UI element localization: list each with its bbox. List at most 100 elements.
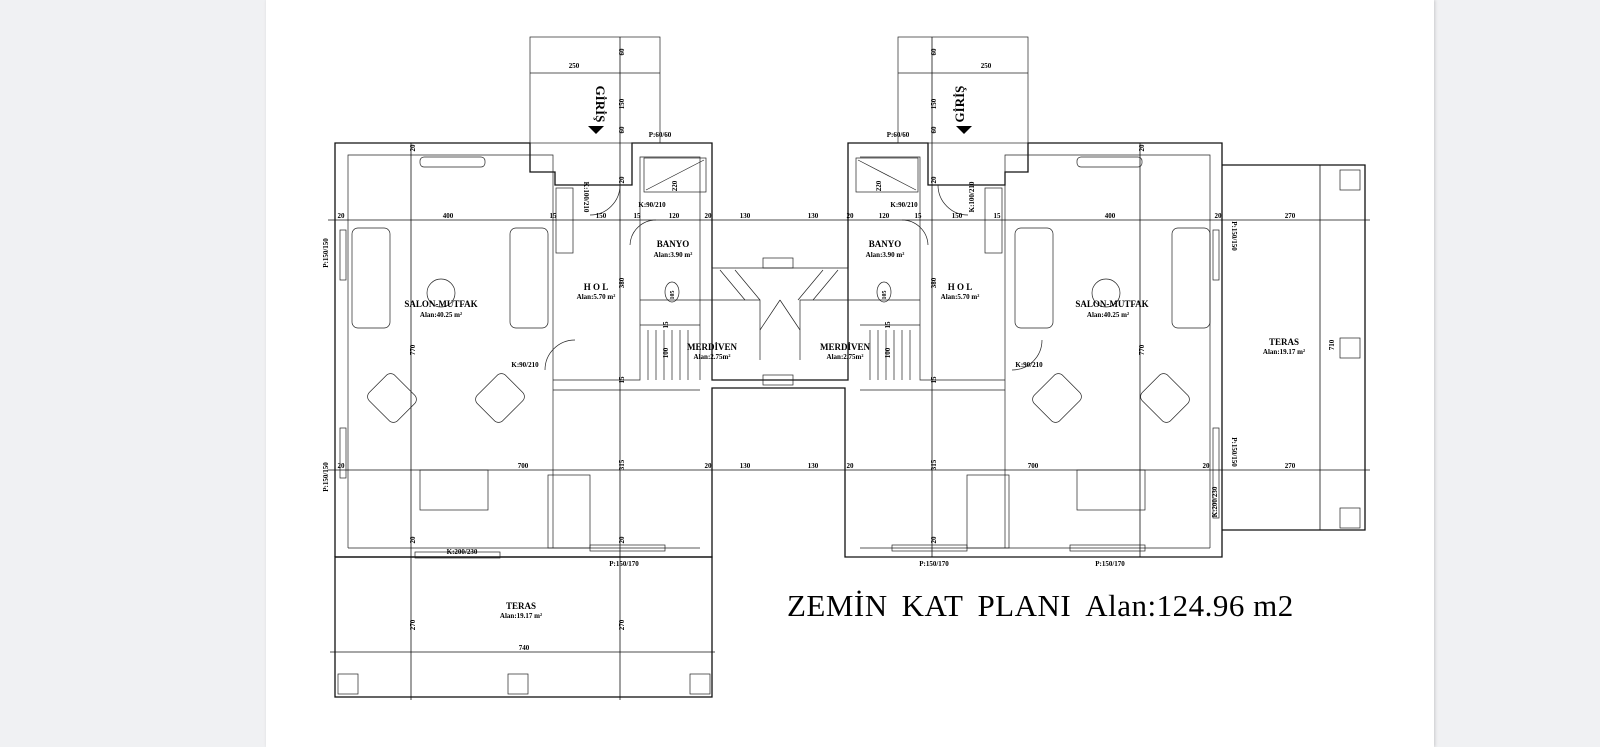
entrance-arrow-icon: [588, 126, 604, 134]
dimension: 130: [808, 212, 819, 220]
door-label: K:90/210: [511, 361, 539, 369]
room-label: SALON-MUTFAK: [1075, 299, 1148, 309]
plan-labels: SALON-MUTFAK Alan:40.25 m² SALON-MUTFAK Ala…: [322, 48, 1336, 652]
title-word: PLANI: [977, 588, 1072, 623]
title-area: Alan:124.96 m2: [1085, 588, 1294, 623]
dimension: 100: [662, 347, 670, 358]
door-label: K:90/210: [638, 201, 666, 209]
document-page: [266, 0, 1434, 747]
dimension: 150: [596, 212, 607, 220]
room-label: MERDİVEN: [687, 342, 738, 352]
dimension: 15: [634, 212, 642, 220]
dimension: 20: [705, 462, 713, 470]
dimension: 400: [1105, 212, 1116, 220]
room-area: Alan:2.75m²: [827, 353, 864, 361]
dimension: 20: [409, 536, 417, 544]
dimension: 315: [930, 459, 938, 470]
title-word: ZEMİN: [787, 588, 888, 623]
dimension: 105: [670, 291, 676, 300]
dimension: 15: [618, 376, 626, 384]
dimension: 710: [1328, 339, 1336, 350]
dimension: 100: [884, 347, 892, 358]
window-label: P:150/170: [919, 560, 949, 568]
door-label: K:90/210: [1015, 361, 1043, 369]
dimension: 770: [409, 344, 417, 355]
dimension: 20: [338, 462, 346, 470]
room-area: Alan:3.90 m²: [866, 251, 905, 259]
dimension: 400: [443, 212, 454, 220]
entrance-label: GİRİŞ: [952, 86, 967, 123]
window-label: P:60/60: [887, 131, 910, 139]
dimension: 15: [994, 212, 1002, 220]
terraces: [334, 164, 1366, 698]
dimension: 270: [618, 619, 626, 630]
door-label: K:100/210: [582, 182, 590, 213]
dimension: 120: [879, 212, 890, 220]
dimension: 15: [550, 212, 558, 220]
dimension: 15: [915, 212, 923, 220]
dimension: 380: [930, 277, 938, 288]
dimension: 15: [662, 321, 670, 329]
dimension: 60: [618, 126, 626, 134]
room-area: Alan:19.17 m²: [500, 612, 542, 620]
room-label: H O L: [948, 282, 973, 292]
dimension: 20: [930, 176, 938, 184]
dimension: 20: [1203, 462, 1211, 470]
room-area: Alan:40.25 m²: [1087, 311, 1129, 319]
dimension: 15: [884, 321, 892, 329]
dimension: 20: [930, 536, 938, 544]
plan-title: ZEMİN KAT PLANI Alan:124.96 m2: [787, 588, 1308, 624]
dimension: 20: [618, 176, 626, 184]
dimension: 270: [1285, 462, 1296, 470]
dimension: 740: [519, 644, 530, 652]
dimension: 130: [740, 462, 751, 470]
window-label: P:60/60: [649, 131, 672, 139]
dimension: 250: [981, 62, 992, 70]
dimension: 770: [1138, 344, 1146, 355]
title-word: KAT: [901, 588, 964, 623]
room-label: H O L: [584, 282, 609, 292]
dimension: 130: [740, 212, 751, 220]
door-label: K:200/230: [447, 548, 478, 556]
door-label: K:200/230: [1211, 486, 1219, 517]
dimension: 220: [671, 180, 679, 191]
stairs: [640, 267, 920, 380]
dimension: 20: [338, 212, 346, 220]
dimension: 150: [952, 212, 963, 220]
room-area: Alan:3.90 m²: [654, 251, 693, 259]
dimension: 105: [882, 291, 888, 300]
dimension: 120: [669, 212, 680, 220]
room-area: Alan:2.75m²: [694, 353, 731, 361]
room-label: TERAS: [506, 601, 536, 611]
entrance-canopies: [529, 36, 1029, 144]
room-label: SALON-MUTFAK: [404, 299, 477, 309]
dimension: 20: [1138, 144, 1146, 152]
dimension: 700: [518, 462, 529, 470]
walls: [334, 142, 1223, 558]
room-label: BANYO: [657, 239, 690, 249]
dimension: 380: [618, 277, 626, 288]
furniture: [339, 156, 1220, 559]
door-label: K:90/210: [890, 201, 918, 209]
dimension: 60: [618, 48, 626, 56]
dimension: 270: [409, 619, 417, 630]
dimension: 20: [847, 212, 855, 220]
dimension: 150: [618, 98, 626, 109]
window-label: P:150/150: [322, 462, 330, 492]
window-label: P:150/150: [1230, 221, 1238, 251]
room-area: Alan:19.17 m²: [1263, 348, 1305, 356]
room-label: BANYO: [869, 239, 902, 249]
room-area: Alan:40.25 m²: [420, 311, 462, 319]
room-area: Alan:5.70 m²: [577, 293, 616, 301]
room-area: Alan:5.70 m²: [941, 293, 980, 301]
entrance-arrow-icon: [956, 126, 972, 134]
dimension: 15: [930, 376, 938, 384]
dimension: 20: [1215, 212, 1223, 220]
window-label: P:150/150: [1230, 437, 1238, 467]
room-label: MERDİVEN: [820, 342, 871, 352]
dimension: 60: [930, 48, 938, 56]
dimension-lines: [328, 37, 1370, 700]
dimension: 130: [808, 462, 819, 470]
dimension: 315: [618, 459, 626, 470]
dimension: 60: [930, 126, 938, 134]
